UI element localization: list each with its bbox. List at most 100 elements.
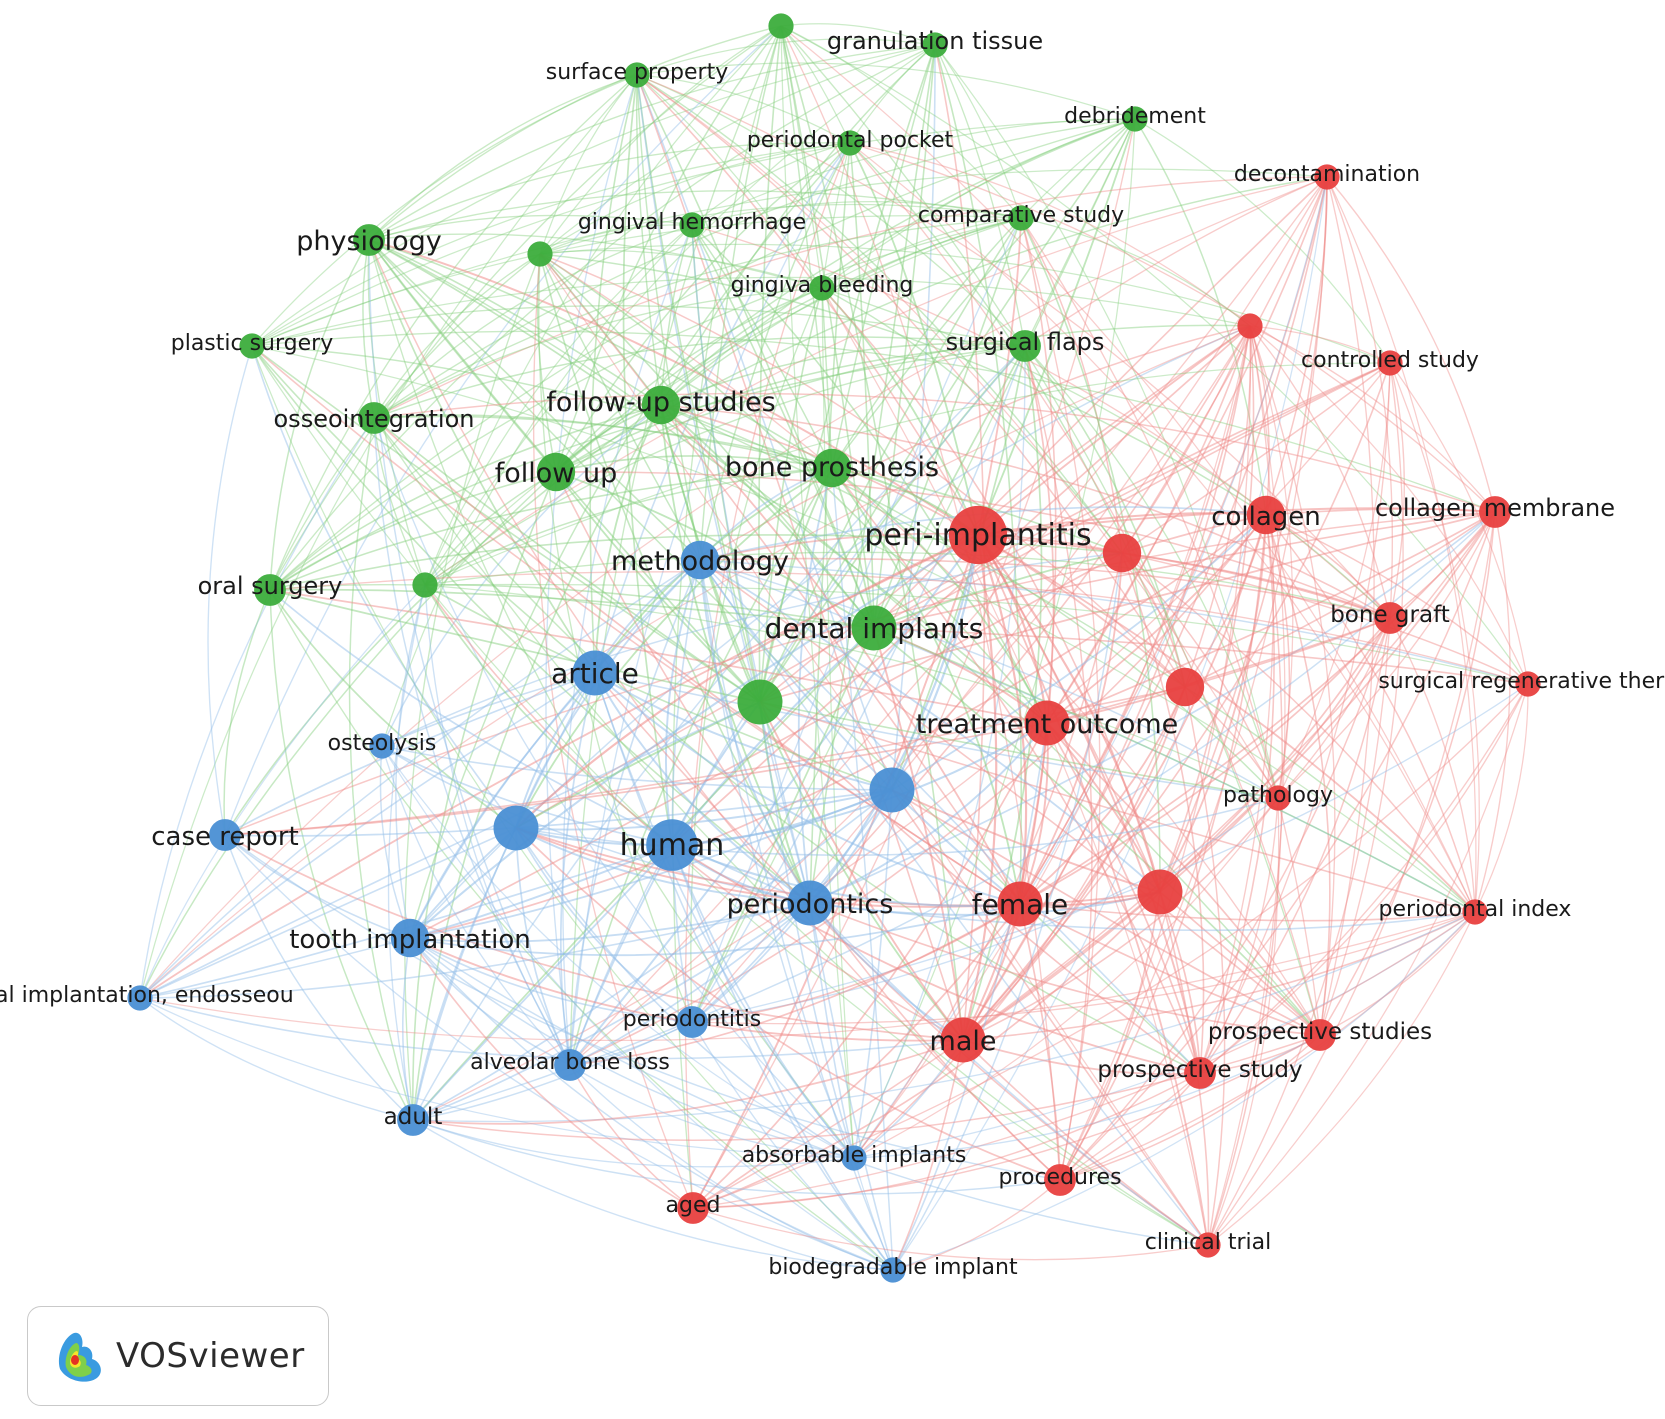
edge xyxy=(1159,514,1267,893)
node-treatment-outcome[interactable] xyxy=(1024,700,1070,746)
node-granulation-tissue[interactable] xyxy=(922,32,948,58)
node-controlled-study[interactable] xyxy=(1377,350,1403,376)
node-procedures[interactable] xyxy=(1044,1164,1076,1196)
edge xyxy=(139,997,964,1060)
node-debridement[interactable] xyxy=(1122,106,1148,132)
node-bone-prosthesis[interactable] xyxy=(812,448,852,488)
edge xyxy=(977,534,1201,1074)
edge xyxy=(368,239,571,1066)
edge xyxy=(424,25,782,586)
node-unlabeled-25[interactable] xyxy=(412,572,438,598)
node-absorbable-implants[interactable] xyxy=(841,1145,867,1171)
node-decontamination[interactable] xyxy=(1314,164,1340,190)
node-tal-implantation-endosseou[interactable] xyxy=(127,985,153,1011)
node-human[interactable] xyxy=(646,819,698,871)
node-unlabeled-31[interactable] xyxy=(1165,667,1205,707)
edge xyxy=(367,239,426,586)
edge xyxy=(831,118,1136,469)
edge xyxy=(424,583,1529,685)
node-unlabeled-39[interactable] xyxy=(1137,869,1183,915)
edge xyxy=(976,534,1028,905)
node-surface-property[interactable] xyxy=(624,62,650,88)
node-unlabeled-30[interactable] xyxy=(737,679,783,725)
node-alveolar-bone-loss[interactable] xyxy=(554,1049,586,1081)
edge xyxy=(660,404,1279,799)
edge xyxy=(251,330,1496,513)
edge xyxy=(660,404,811,904)
node-oral-surgery[interactable] xyxy=(254,574,286,606)
edge xyxy=(269,118,1136,591)
edge xyxy=(368,239,979,536)
edge xyxy=(780,25,823,289)
edge xyxy=(373,417,761,703)
edge xyxy=(373,253,541,419)
node-periodontitis[interactable] xyxy=(676,1006,708,1038)
node-bone-graft[interactable] xyxy=(1374,602,1406,634)
node-prospective-study[interactable] xyxy=(1184,1057,1216,1089)
edge xyxy=(831,217,1022,469)
node-peri-implantitis[interactable] xyxy=(948,505,1008,565)
edge xyxy=(759,345,1026,703)
node-methodology[interactable] xyxy=(680,540,720,580)
edge xyxy=(251,74,638,347)
edge xyxy=(569,844,673,1066)
node-surgical-regenerative-thera[interactable] xyxy=(1515,671,1541,697)
node-osteolysis[interactable] xyxy=(369,733,395,759)
node-pathology[interactable] xyxy=(1265,785,1291,811)
node-surgical-flaps[interactable] xyxy=(1009,330,1041,362)
node-label: comparative study xyxy=(918,203,1124,228)
edge xyxy=(780,25,964,1041)
node-gingiva-bleeding[interactable] xyxy=(809,275,835,301)
node-unlabeled-2[interactable] xyxy=(768,13,794,39)
node-prospective-studies[interactable] xyxy=(1304,1019,1336,1051)
node-gingival-hemorrhage[interactable] xyxy=(679,212,705,238)
node-male[interactable] xyxy=(940,1017,986,1063)
edge xyxy=(691,789,893,1023)
edge xyxy=(1265,514,1529,685)
node-clinical-trial[interactable] xyxy=(1195,1232,1221,1258)
edge xyxy=(699,559,893,791)
edge xyxy=(555,324,1251,473)
edge xyxy=(636,74,893,791)
node-label: pathology xyxy=(1223,783,1333,808)
node-label: dental implants xyxy=(765,612,984,645)
edge xyxy=(424,345,1026,586)
edge xyxy=(251,345,1476,913)
node-follow-up[interactable] xyxy=(536,452,576,492)
node-periodontal-pocket[interactable] xyxy=(837,130,863,156)
node-physiology[interactable] xyxy=(353,224,385,256)
edge xyxy=(424,176,1328,586)
node-plastic-surgery[interactable] xyxy=(239,333,265,359)
node-comparative-study[interactable] xyxy=(1008,205,1034,231)
edge xyxy=(759,325,1251,703)
edge xyxy=(691,217,1022,1023)
edge xyxy=(636,62,1136,120)
node-tooth-implantation[interactable] xyxy=(390,918,430,958)
node-periodontics[interactable] xyxy=(787,880,833,926)
node-case-report[interactable] xyxy=(209,819,241,851)
node-unlabeled-34[interactable] xyxy=(869,767,915,813)
node-follow-up-studies[interactable] xyxy=(641,385,681,425)
edge xyxy=(809,722,1048,904)
edge xyxy=(759,511,1496,703)
node-collagen-membrane[interactable] xyxy=(1479,496,1511,528)
node-periodontal-index[interactable] xyxy=(1462,899,1488,925)
node-dental-implants[interactable] xyxy=(851,605,897,651)
edge xyxy=(1059,891,1161,1181)
node-adult[interactable] xyxy=(397,1104,429,1136)
edge xyxy=(373,417,426,586)
edge xyxy=(660,404,1186,688)
node-label: periodontal index xyxy=(1379,897,1572,922)
node-aged[interactable] xyxy=(677,1192,709,1224)
node-unlabeled-11[interactable] xyxy=(1237,313,1263,339)
edge xyxy=(977,325,1251,536)
node-collagen[interactable] xyxy=(1246,495,1286,535)
node-article[interactable] xyxy=(572,650,618,696)
node-osseointegration[interactable] xyxy=(358,402,390,434)
node-biodegradable-implant[interactable] xyxy=(880,1257,906,1283)
node-female[interactable] xyxy=(997,881,1043,927)
node-unlabeled-9[interactable] xyxy=(527,241,553,267)
node-unlabeled-22[interactable] xyxy=(1102,533,1142,573)
node-unlabeled-37[interactable] xyxy=(493,805,539,851)
edge xyxy=(515,827,571,1066)
